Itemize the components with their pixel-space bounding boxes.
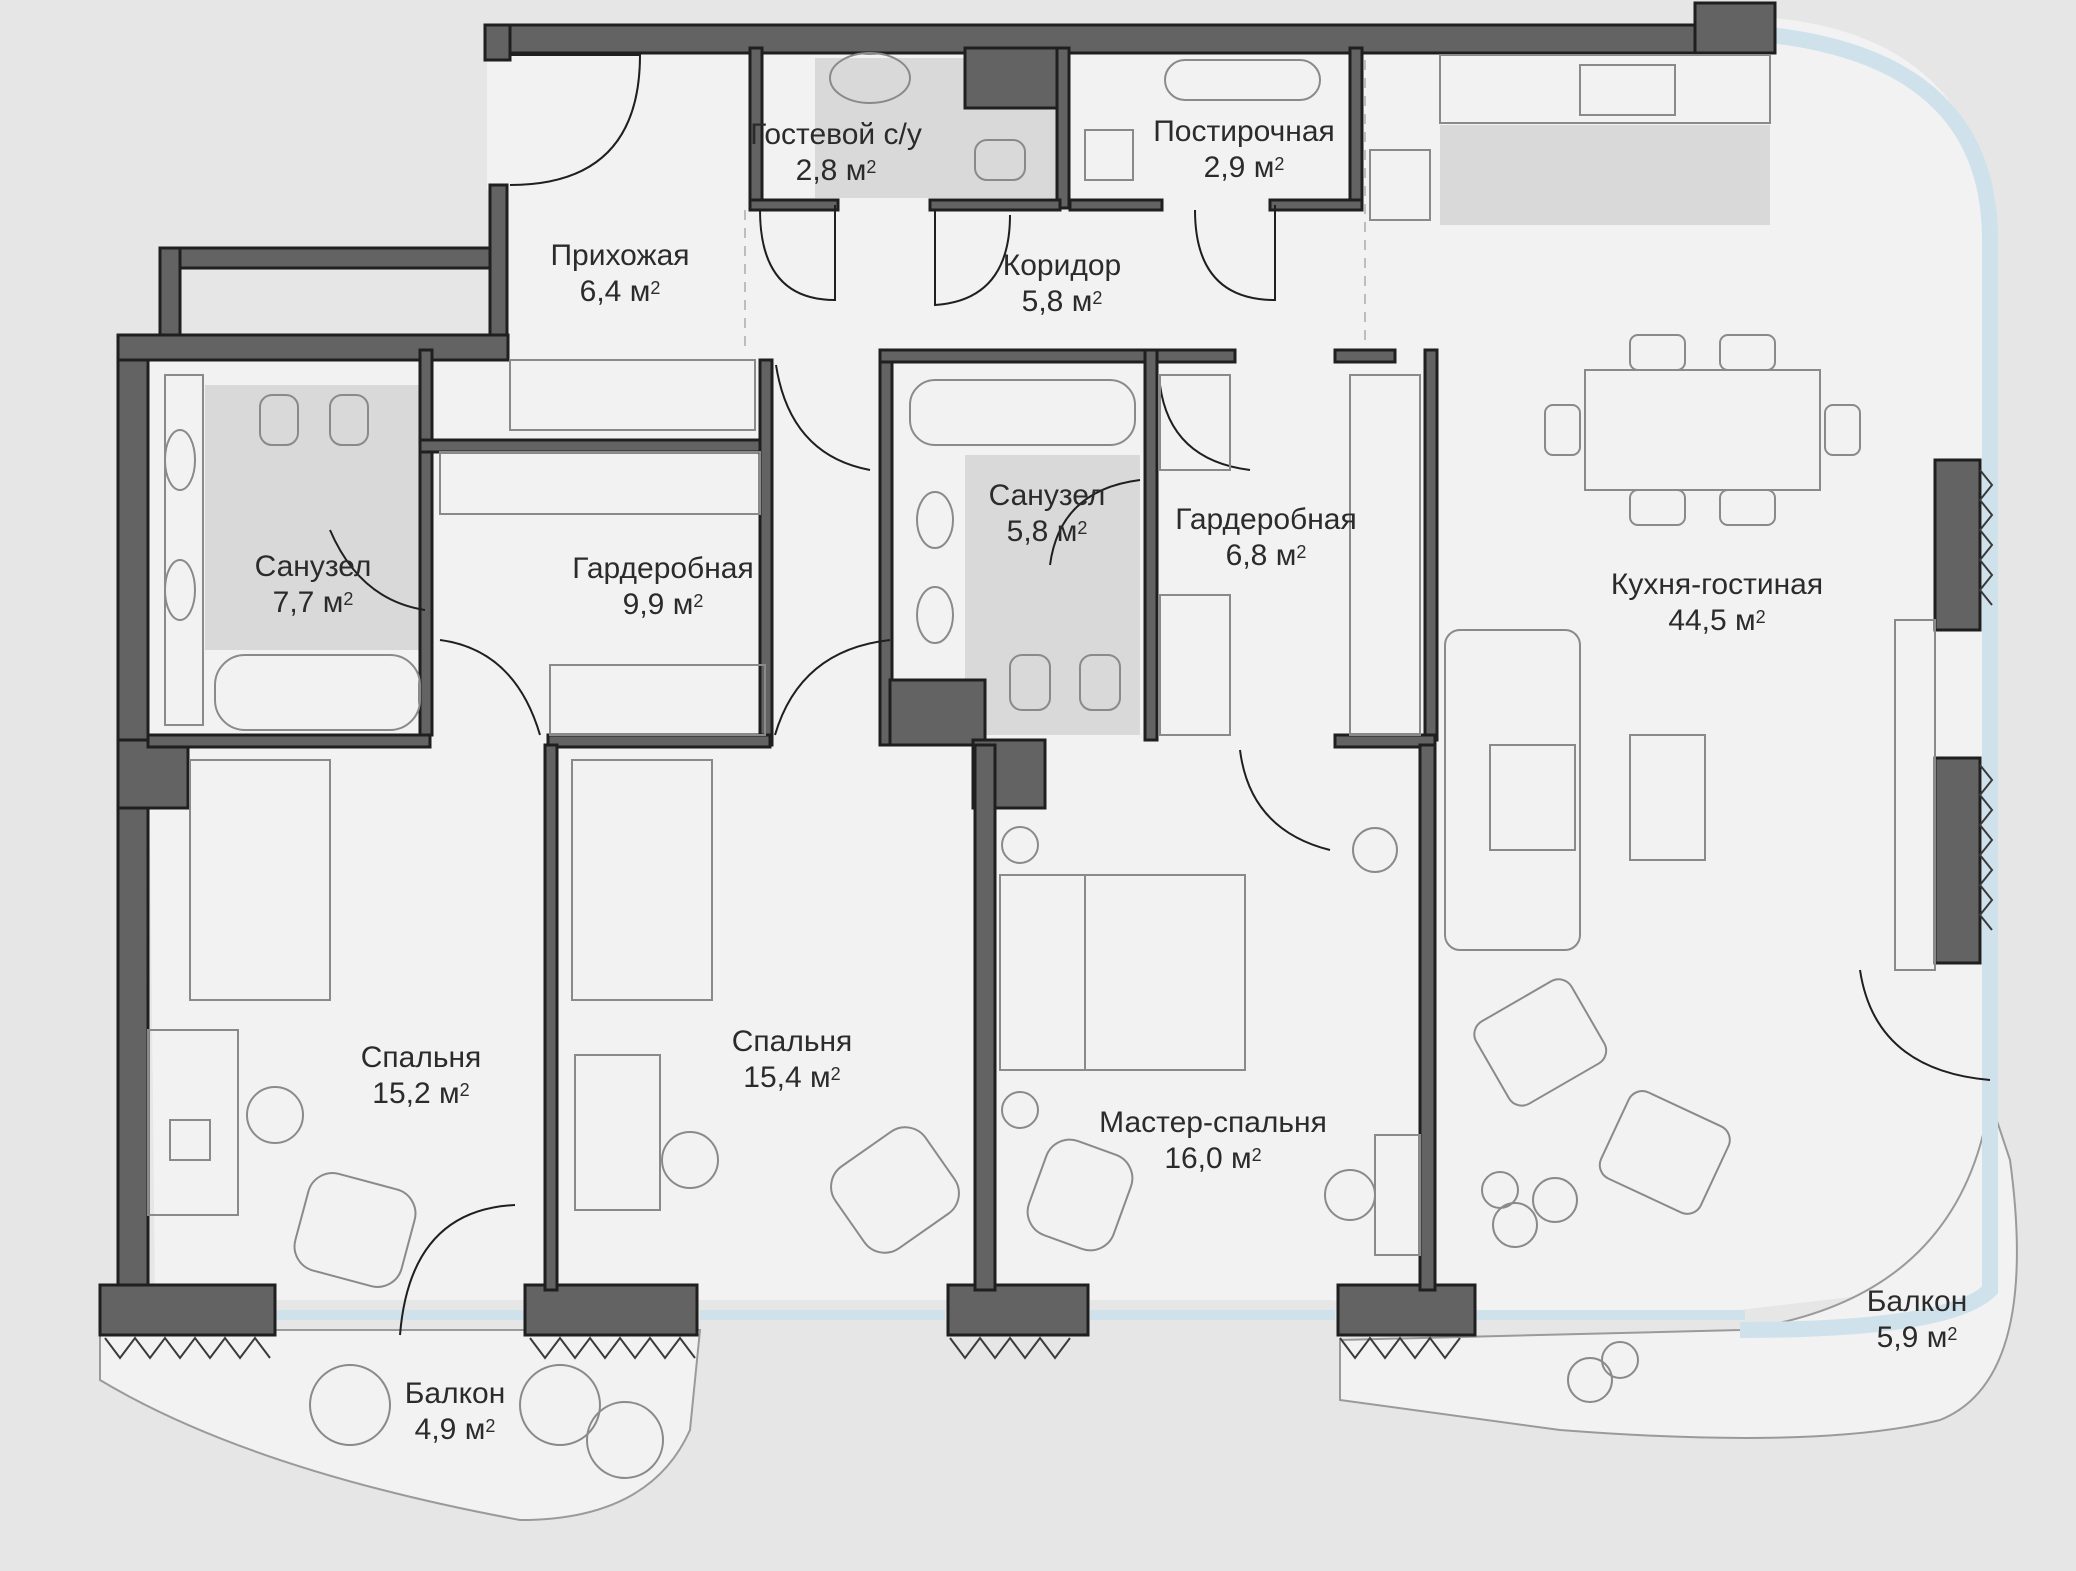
area-value: 15,4 bbox=[743, 1061, 802, 1094]
area-exponent: 2 bbox=[1077, 518, 1088, 538]
area-exponent: 2 bbox=[650, 278, 661, 298]
room-area: 9,9 м2 bbox=[572, 587, 753, 623]
room-area: 6,8 м2 bbox=[1175, 538, 1356, 574]
area-unit: м bbox=[1071, 285, 1093, 318]
area-value: 5,8 bbox=[1006, 515, 1049, 548]
plant-icon bbox=[1352, 827, 1639, 1403]
area-exponent: 2 bbox=[343, 589, 354, 609]
area-value: 5,9 bbox=[1876, 1321, 1919, 1354]
area-unit: м bbox=[1056, 515, 1078, 548]
room-area: 2,8 м2 bbox=[750, 153, 922, 189]
room-label-bathroom-1: Санузел 7,7 м2 bbox=[255, 549, 372, 621]
doors bbox=[329, 54, 1991, 1336]
room-area: 2,9 м2 bbox=[1153, 150, 1335, 186]
room-name: Мастер-спальня bbox=[1099, 1106, 1327, 1139]
area-value: 2,9 bbox=[1203, 151, 1246, 184]
area-exponent: 2 bbox=[693, 591, 704, 611]
walls bbox=[98, 1, 1982, 1337]
room-name: Балкон bbox=[1866, 1285, 1968, 1318]
room-label-hallway: Прихожая 6,4 м2 bbox=[550, 238, 689, 310]
room-area: 4,9 м2 bbox=[405, 1412, 506, 1448]
area-unit: м bbox=[464, 1413, 486, 1446]
room-area: 6,4 м2 bbox=[550, 274, 689, 310]
room-label-wardrobe-2: Гардеробная 6,8 м2 bbox=[1175, 502, 1356, 574]
room-name: Балкон bbox=[404, 1377, 506, 1410]
area-value: 9,9 bbox=[622, 588, 665, 621]
area-value: 2,8 bbox=[795, 154, 838, 187]
room-area: 5,8 м2 bbox=[1003, 284, 1121, 320]
area-unit: м bbox=[810, 1061, 831, 1094]
area-unit: м bbox=[1926, 1321, 1948, 1354]
room-name: Постирочная bbox=[1153, 115, 1335, 148]
area-exponent: 2 bbox=[1755, 607, 1766, 627]
room-label-corridor: Коридор 5,8 м2 bbox=[1003, 248, 1121, 320]
room-label-balcony-1: Балкон 4,9 м2 bbox=[405, 1376, 506, 1448]
room-label-bedroom-1: Спальня 15,2 м2 bbox=[361, 1040, 482, 1112]
room-label-laundry: Постирочная 2,9 м2 bbox=[1153, 114, 1335, 186]
area-value: 5,8 bbox=[1021, 285, 1064, 318]
area-unit: м bbox=[1231, 1142, 1252, 1175]
room-area: 5,8 м2 bbox=[989, 514, 1106, 550]
area-unit: м bbox=[1275, 539, 1297, 572]
area-exponent: 2 bbox=[485, 1416, 496, 1436]
room-name: Гардеробная bbox=[1175, 503, 1357, 536]
room-area: 7,7 м2 bbox=[255, 585, 372, 621]
area-value: 6,8 bbox=[1225, 539, 1268, 572]
area-unit: м bbox=[439, 1077, 460, 1110]
room-area: 44,5 м2 bbox=[1611, 603, 1823, 639]
area-value: 6,4 bbox=[579, 275, 622, 308]
area-exponent: 2 bbox=[1947, 1324, 1958, 1344]
area-exponent: 2 bbox=[1296, 542, 1307, 562]
balcony-left bbox=[99, 1329, 702, 1522]
room-label-kitchen-living: Кухня-гостиная 44,5 м2 bbox=[1611, 567, 1823, 639]
area-exponent: 2 bbox=[1092, 288, 1103, 308]
zone-separators bbox=[744, 60, 1366, 350]
room-label-master-bedroom: Мастер-спальня 16,0 м2 bbox=[1099, 1105, 1327, 1177]
room-label-wardrobe-1: Гардеробная 9,9 м2 bbox=[572, 551, 753, 623]
balcony-right bbox=[1339, 27, 2018, 1439]
room-name: Прихожая bbox=[550, 239, 690, 272]
room-label-balcony-2: Балкон 5,9 м2 bbox=[1867, 1284, 1968, 1356]
area-value: 7,7 bbox=[272, 586, 315, 619]
area-unit: м bbox=[1253, 151, 1275, 184]
area-exponent: 2 bbox=[866, 157, 877, 177]
area-value: 16,0 bbox=[1164, 1142, 1223, 1175]
room-name: Кухня-гостиная bbox=[1610, 568, 1824, 601]
room-label-guest-wc: Гостевой с/у 2,8 м2 bbox=[750, 117, 922, 189]
room-name: Гардеробная bbox=[572, 552, 754, 585]
room-name: Санузел bbox=[988, 479, 1106, 512]
area-value: 4,9 bbox=[414, 1413, 457, 1446]
room-area: 15,2 м2 bbox=[361, 1076, 482, 1112]
area-exponent: 2 bbox=[830, 1064, 841, 1084]
window-shades bbox=[104, 469, 1994, 1360]
area-exponent: 2 bbox=[1251, 1145, 1262, 1165]
area-value: 44,5 bbox=[1668, 604, 1727, 637]
area-exponent: 2 bbox=[1274, 154, 1285, 174]
room-area: 15,4 м2 bbox=[732, 1060, 853, 1096]
area-unit: м bbox=[629, 275, 651, 308]
room-name: Спальня bbox=[360, 1041, 482, 1074]
area-exponent: 2 bbox=[459, 1080, 470, 1100]
room-name: Спальня bbox=[731, 1025, 853, 1058]
room-name: Санузел bbox=[254, 550, 372, 583]
area-unit: м bbox=[672, 588, 694, 621]
room-label-bathroom-2: Санузел 5,8 м2 bbox=[989, 478, 1106, 550]
area-value: 15,2 bbox=[372, 1077, 431, 1110]
room-name: Коридор bbox=[1002, 249, 1122, 282]
area-unit: м bbox=[322, 586, 344, 619]
room-name: Гостевой с/у bbox=[750, 118, 922, 151]
area-unit: м bbox=[1735, 604, 1756, 637]
room-label-bedroom-2: Спальня 15,4 м2 bbox=[732, 1024, 853, 1096]
furniture bbox=[147, 52, 1936, 1479]
room-area: 5,9 м2 bbox=[1867, 1320, 1968, 1356]
room-area: 16,0 м2 bbox=[1099, 1141, 1327, 1177]
area-unit: м bbox=[845, 154, 867, 187]
